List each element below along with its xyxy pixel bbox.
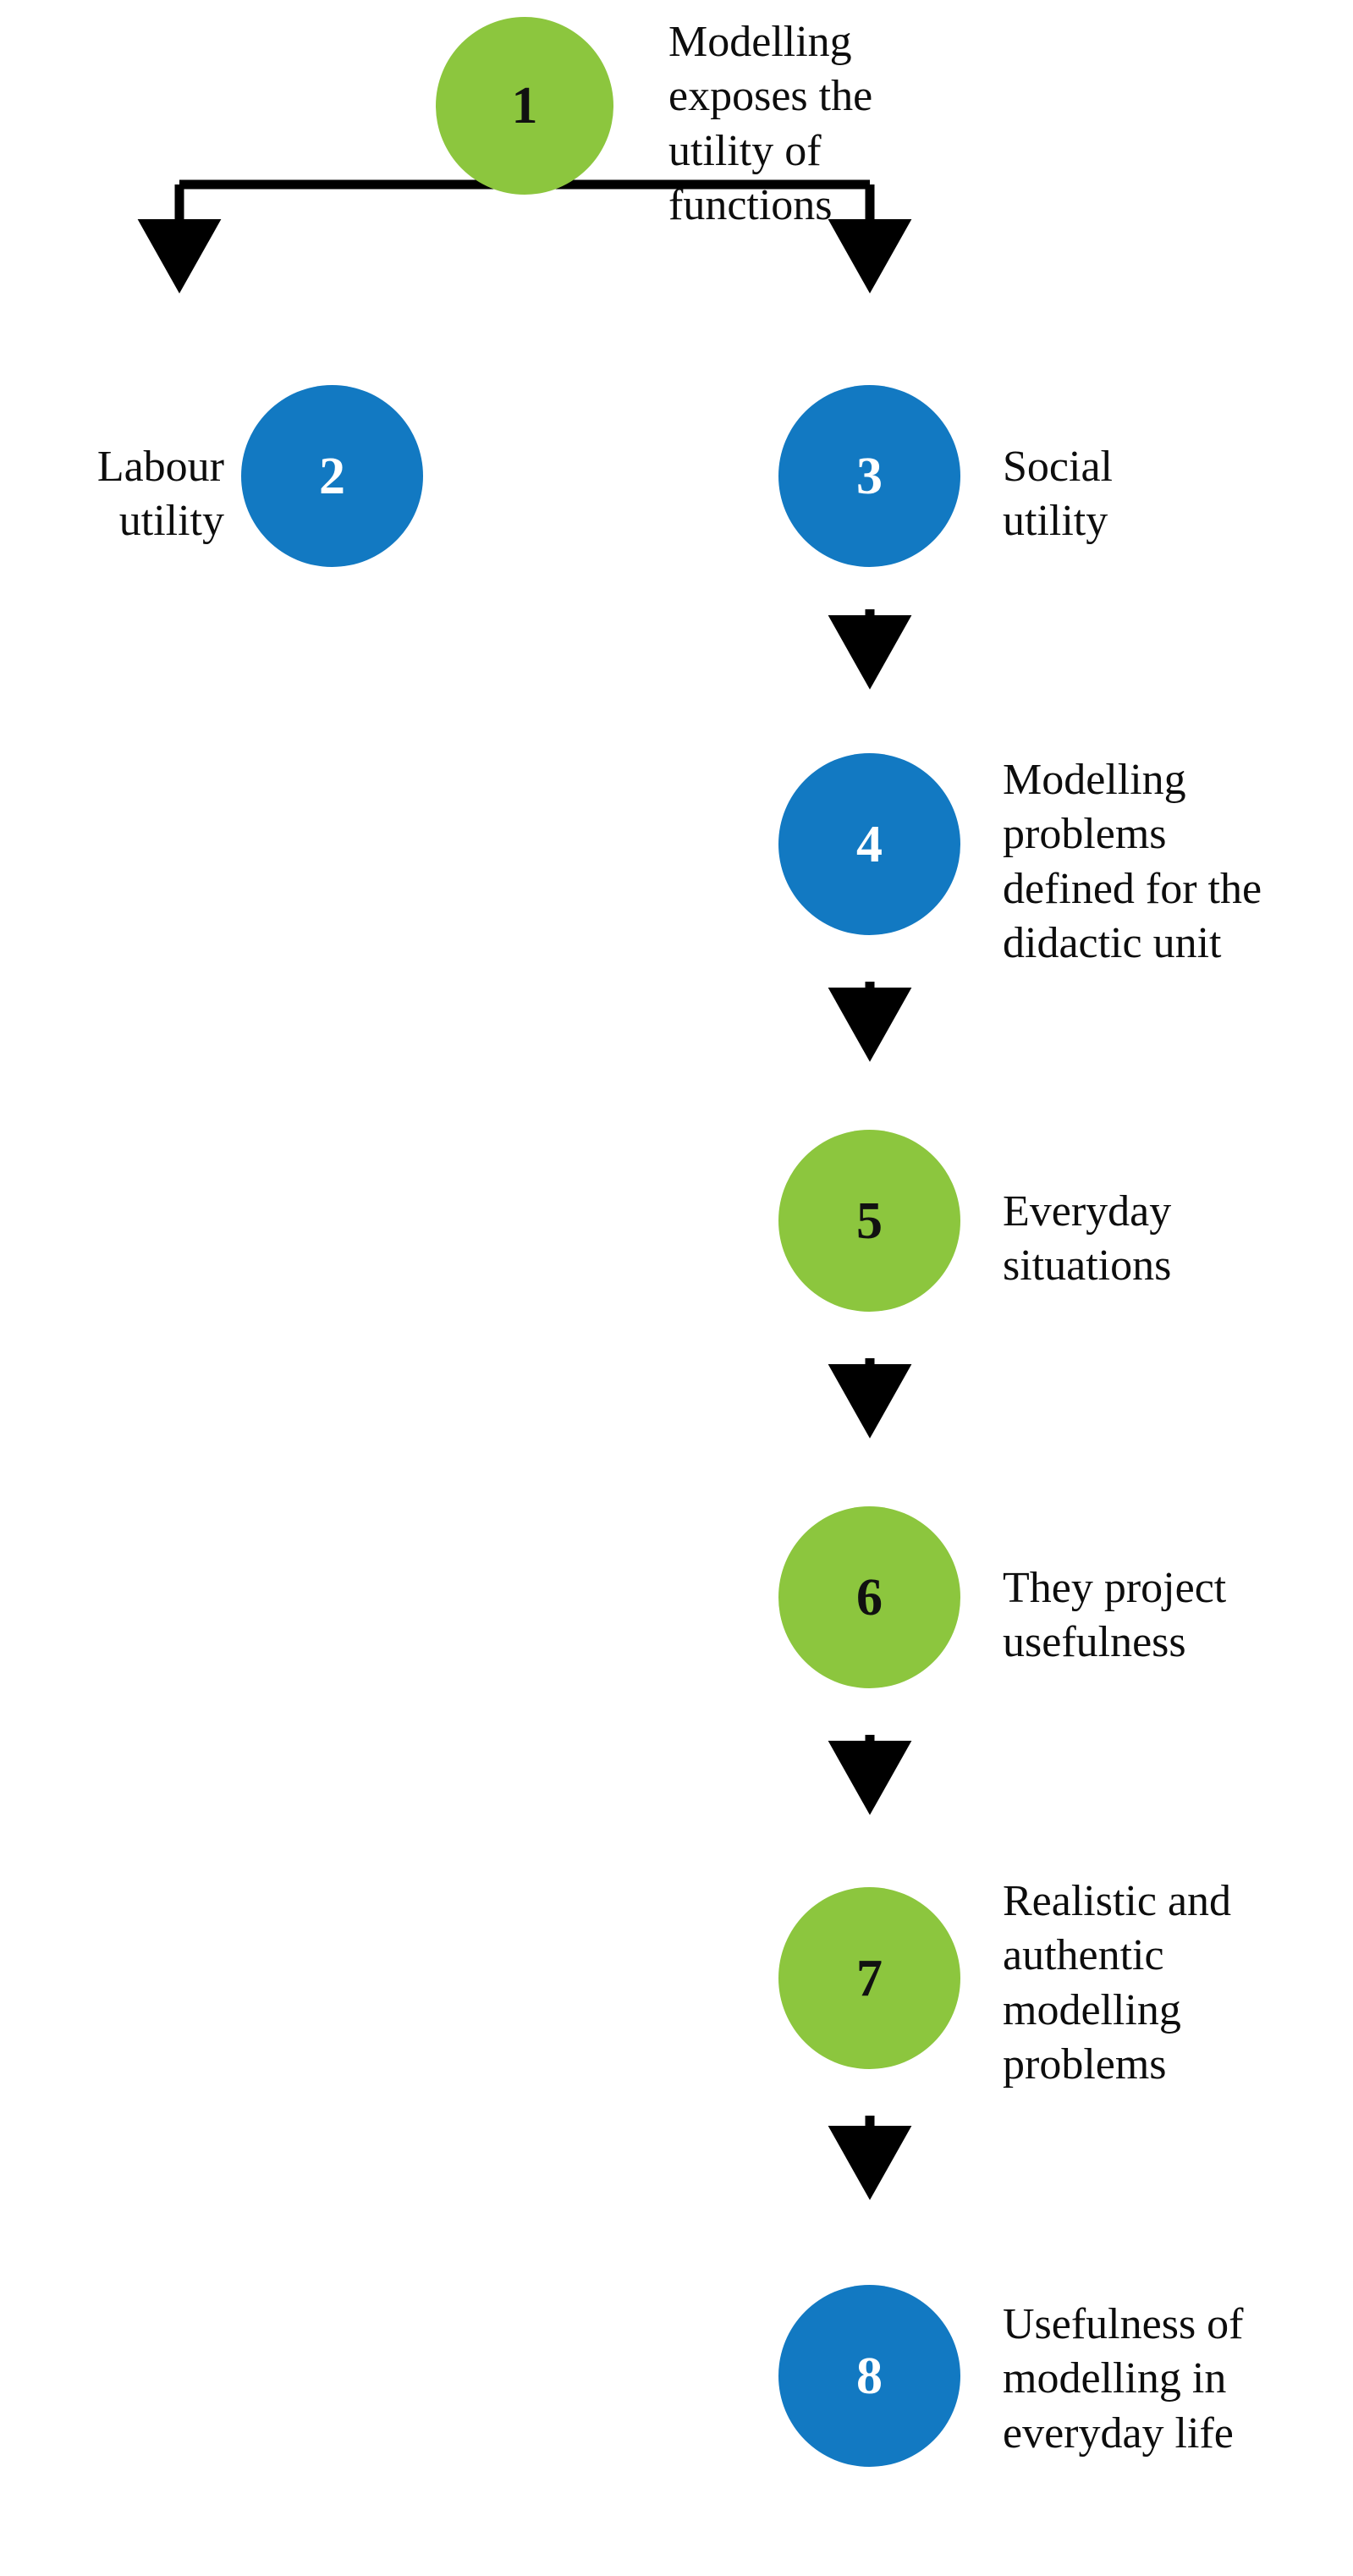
node-6-number: 6 [856, 1568, 883, 1627]
node-2-label: Labour utility [96, 443, 224, 546]
node-5[interactable]: 5 [778, 1130, 960, 1312]
node-4[interactable]: 4 [778, 753, 960, 935]
node-5-number: 5 [856, 1192, 883, 1250]
node-3-label: Social utility [1003, 443, 1113, 546]
node-4-number: 4 [856, 815, 883, 873]
node-8-number: 8 [856, 2347, 883, 2405]
node-1-label: Modelling exposes the utility of functio… [668, 18, 873, 230]
node-8-label: Usefulness of modelling in everyday life [1003, 2300, 1244, 2458]
node-6[interactable]: 6 [778, 1506, 960, 1688]
node-5-label: Everyday situations [1003, 1187, 1172, 1291]
node-8[interactable]: 8 [778, 2285, 960, 2467]
node-1-number: 1 [511, 77, 538, 135]
node-7-number: 7 [856, 1949, 883, 2007]
node-3-number: 3 [856, 447, 883, 505]
node-2[interactable]: 2 [241, 385, 423, 567]
node-2-number: 2 [319, 447, 345, 505]
node-4-label: Modelling problems defined for the didac… [1003, 756, 1262, 968]
node-1[interactable]: 1 [436, 17, 613, 195]
node-3[interactable]: 3 [778, 385, 960, 567]
node-7[interactable]: 7 [778, 1887, 960, 2069]
node-6-label: They project usefulness [1003, 1564, 1227, 1667]
node-7-label: Realistic and authentic modelling proble… [1003, 1877, 1232, 2089]
